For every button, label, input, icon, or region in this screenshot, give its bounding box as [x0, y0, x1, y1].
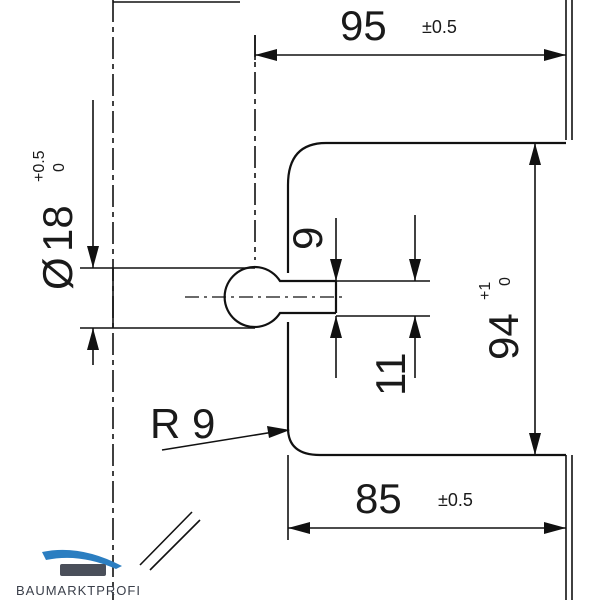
width-top-value: 95 [340, 2, 387, 49]
logo-bar-icon [60, 564, 106, 576]
radius-arrow [267, 426, 290, 438]
slot9-arrow-left [330, 259, 342, 281]
diameter-value: 18 [34, 205, 81, 252]
width-top-tolerance: ±0.5 [422, 17, 457, 37]
diameter-tol-upper: +0.5 [31, 150, 48, 182]
radius-leader [161, 429, 287, 451]
w95-arrow-left [255, 49, 277, 61]
keyhole-slot [288, 279, 338, 315]
logo-roof-icon [42, 549, 122, 569]
height-tol-upper: +1 [477, 282, 494, 300]
slot11-arrow-left [330, 316, 342, 338]
w85-arrow-right [544, 522, 566, 534]
slot-lower-value: 11 [367, 352, 414, 396]
slot11-arrow-right [409, 316, 421, 338]
w95-arrow-right [544, 49, 566, 61]
slot-upper-value: 9 [284, 227, 331, 250]
slot9-arrow-right [409, 259, 421, 281]
diameter-symbol: Ø [34, 257, 81, 290]
radius-value: R 9 [150, 400, 215, 447]
part-outline [286, 141, 566, 457]
dia-arrow-bottom [87, 328, 99, 350]
height-value: 94 [480, 313, 527, 360]
logo-text: BAUMARKTPROFI [16, 583, 141, 598]
width-bottom-value: 85 [355, 475, 402, 522]
h94-arrow-bottom [529, 433, 541, 455]
glass-hatch-2 [149, 519, 201, 571]
w85-arrow-left [288, 522, 310, 534]
width-bottom-tolerance: ±0.5 [438, 490, 473, 510]
logo: BAUMARKTPROFI [16, 549, 141, 598]
height-tol-lower: 0 [497, 277, 514, 286]
h94-arrow-top [529, 143, 541, 165]
glass-hatch-1 [139, 511, 193, 566]
diameter-tol-lower: 0 [51, 163, 68, 172]
dia-arrow-top [87, 246, 99, 268]
